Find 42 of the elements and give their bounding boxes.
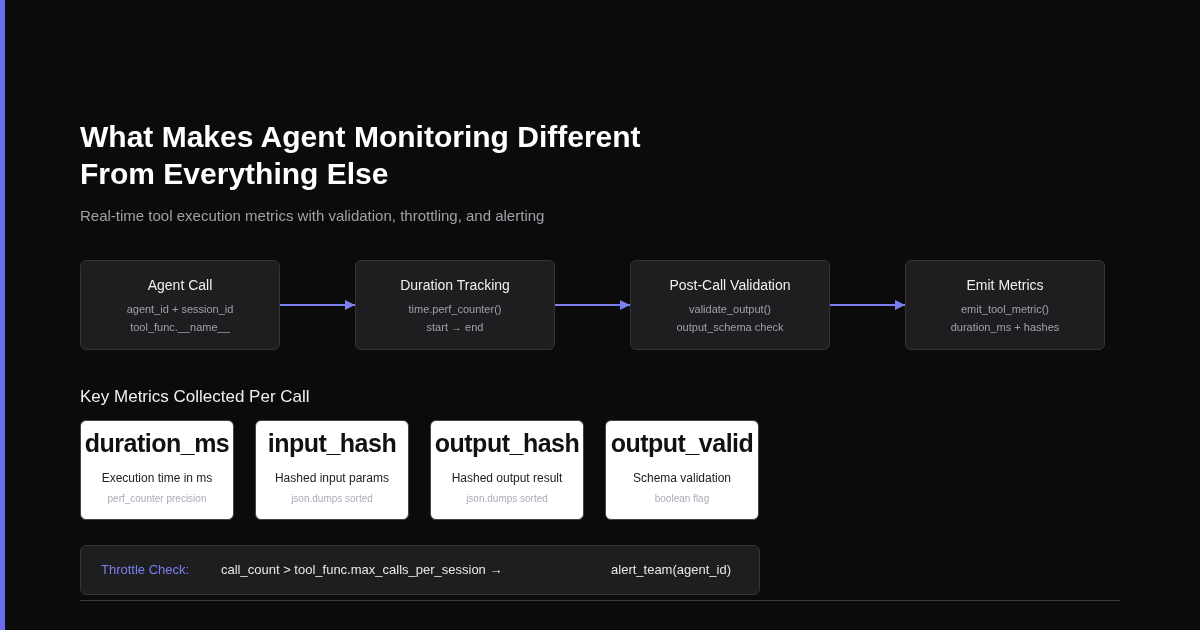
box-heading: Duration Tracking [400,275,510,295]
metric-card [255,420,409,520]
box-detail: emit_tool_metric() [961,301,1049,317]
subtitle: Real-time tool execution metrics with validation, throttling, and alerting [80,206,545,226]
section-heading: Key Metrics Collected Per Call [80,386,310,408]
title: What Makes Agent Monitoring Different From Everything Else [80,119,642,192]
metric-description: Schema validation [632,470,732,487]
metric-card [80,420,234,520]
metric-name: output_hash [434,428,580,459]
metric-description: Execution time in ms [101,470,213,487]
metric-description: Hashed output result [451,470,563,487]
box-detail: time.perf_counter() [408,301,502,317]
metric-name: input_hash [267,428,397,459]
throttle-label: Throttle Check: [101,561,191,580]
process-box [80,260,280,350]
box-detail: duration_ms + hashes [950,319,1060,335]
metric-note: json.dumps sorted [291,492,373,506]
box-heading: Agent Call [147,275,213,295]
alert-call: alert_team(agent_id) [611,561,731,580]
process-box [630,260,830,350]
metric-description: Hashed input params [274,470,390,487]
process-box [905,260,1105,350]
metric-name: output_valid [610,428,754,459]
metric-note: json.dumps sorted [466,492,548,506]
arrow [279,300,356,310]
metric-card [430,420,584,520]
throttle-panel [80,545,760,595]
box-detail: validate_output() [689,301,771,317]
box-detail: agent_id + session_id [126,301,234,317]
arrow [554,300,631,310]
throttle-condition: call_count > tool_func.max_calls_per_session → [221,561,503,580]
box-heading: Emit Metrics [966,275,1044,295]
box-detail: tool_func.__name__ [130,319,230,335]
box-detail: output_schema check [676,319,784,335]
box-detail: start → end [426,319,484,335]
metric-name: duration_ms [84,428,230,459]
metric-note: boolean flag [654,492,710,506]
arrow [829,300,906,310]
box-heading: Post-Call Validation [669,275,791,295]
process-box [355,260,555,350]
metric-card [605,420,759,520]
metric-note: perf_counter precision [107,492,207,506]
